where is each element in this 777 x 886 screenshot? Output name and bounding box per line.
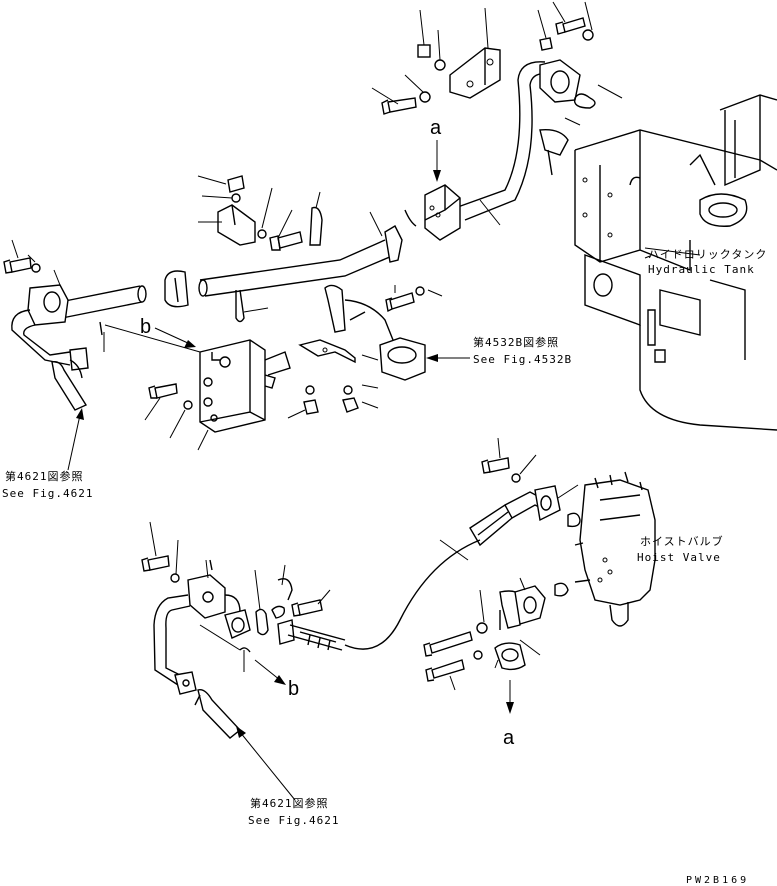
hoist-valve-label-en: Hoist Valve — [637, 551, 721, 564]
callout-b-left: b — [140, 316, 152, 338]
drawing-code: PW2B169 — [686, 875, 750, 886]
hydraulic-tank-label-jp: ハイドロリックタンク — [648, 248, 768, 261]
hoist-valve — [423, 471, 656, 691]
left-pipe — [3, 239, 147, 411]
hoist-valve-label-jp: ホイストバルブ — [640, 535, 724, 548]
callout-b-bottom: b — [288, 678, 300, 700]
valve-block — [104, 324, 291, 451]
hydraulic-tank-label-en: Hydraulic Tank — [648, 263, 755, 276]
ref-fig-4621-bottom-en: See Fig.4621 — [248, 814, 340, 827]
ref-fig-4621-bottom-jp: 第4621図参照 — [250, 797, 329, 810]
ref-fig-4532b-en: See Fig.4532B — [473, 353, 573, 366]
hydraulic-tank — [574, 94, 777, 431]
center-flange — [287, 284, 443, 419]
tank-label-leader — [644, 255, 651, 259]
middle-pipe-assembly — [164, 175, 417, 323]
upper-bracket — [371, 7, 501, 115]
ref-fig-4532b-jp: 第4532B図参照 — [473, 336, 560, 349]
callout-a-bottom: a — [503, 727, 515, 749]
lower-pipe-assembly — [141, 521, 251, 739]
callout-arrows — [67, 140, 514, 801]
callout-a-top: a — [430, 117, 442, 139]
tank-pipe — [424, 1, 623, 241]
hose — [254, 437, 579, 651]
ref-fig-4621-left-jp: 第4621図参照 — [5, 470, 84, 483]
ref-fig-4621-left-en: See Fig.4621 — [2, 487, 94, 500]
